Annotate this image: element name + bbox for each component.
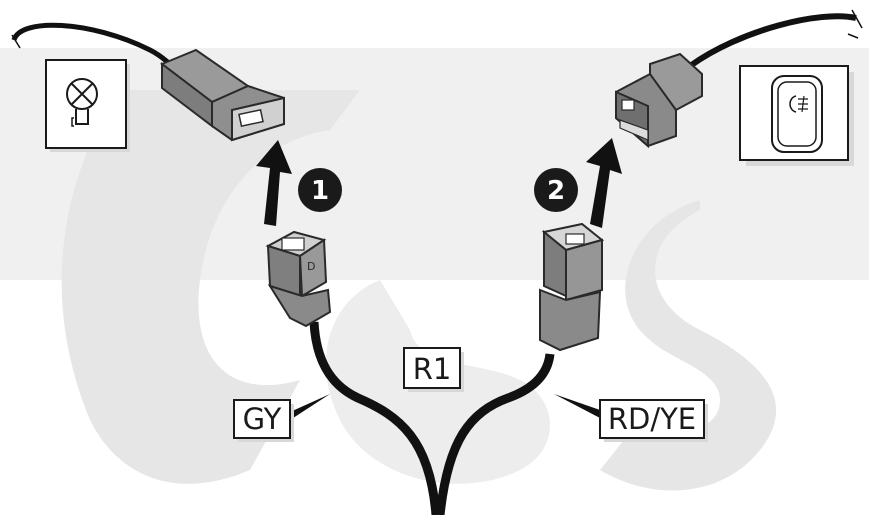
left-top-connector: [160, 48, 285, 142]
fog-light-switch-icon: [739, 65, 854, 166]
svg-text:D: D: [307, 260, 315, 273]
right-top-wire: [688, 9, 863, 69]
bulb-icon: [45, 59, 130, 152]
step-badge-1: 1: [298, 168, 342, 212]
watermark: [0, 48, 869, 491]
left-lower-connector: D: [265, 230, 332, 328]
label-pointers: [290, 394, 600, 420]
step-number-2: 2: [547, 176, 565, 206]
arrow-2: [586, 138, 622, 228]
left-top-wire: [11, 22, 172, 66]
label-r1-box: R1: [403, 347, 464, 392]
label-right-wire: RD/YE: [608, 402, 696, 436]
label-rdye-box: RD/YE: [599, 399, 708, 442]
label-harness: R1: [413, 352, 452, 386]
right-lower-connector: [539, 222, 605, 352]
right-top-connector: [615, 52, 703, 149]
harness-wires: [309, 321, 555, 515]
label-left-wire: GY: [243, 402, 282, 436]
label-gy-box: GY: [233, 399, 294, 442]
step-number-1: 1: [311, 176, 329, 206]
arrow-1: [256, 140, 292, 226]
step-badge-2: 2: [534, 168, 578, 212]
